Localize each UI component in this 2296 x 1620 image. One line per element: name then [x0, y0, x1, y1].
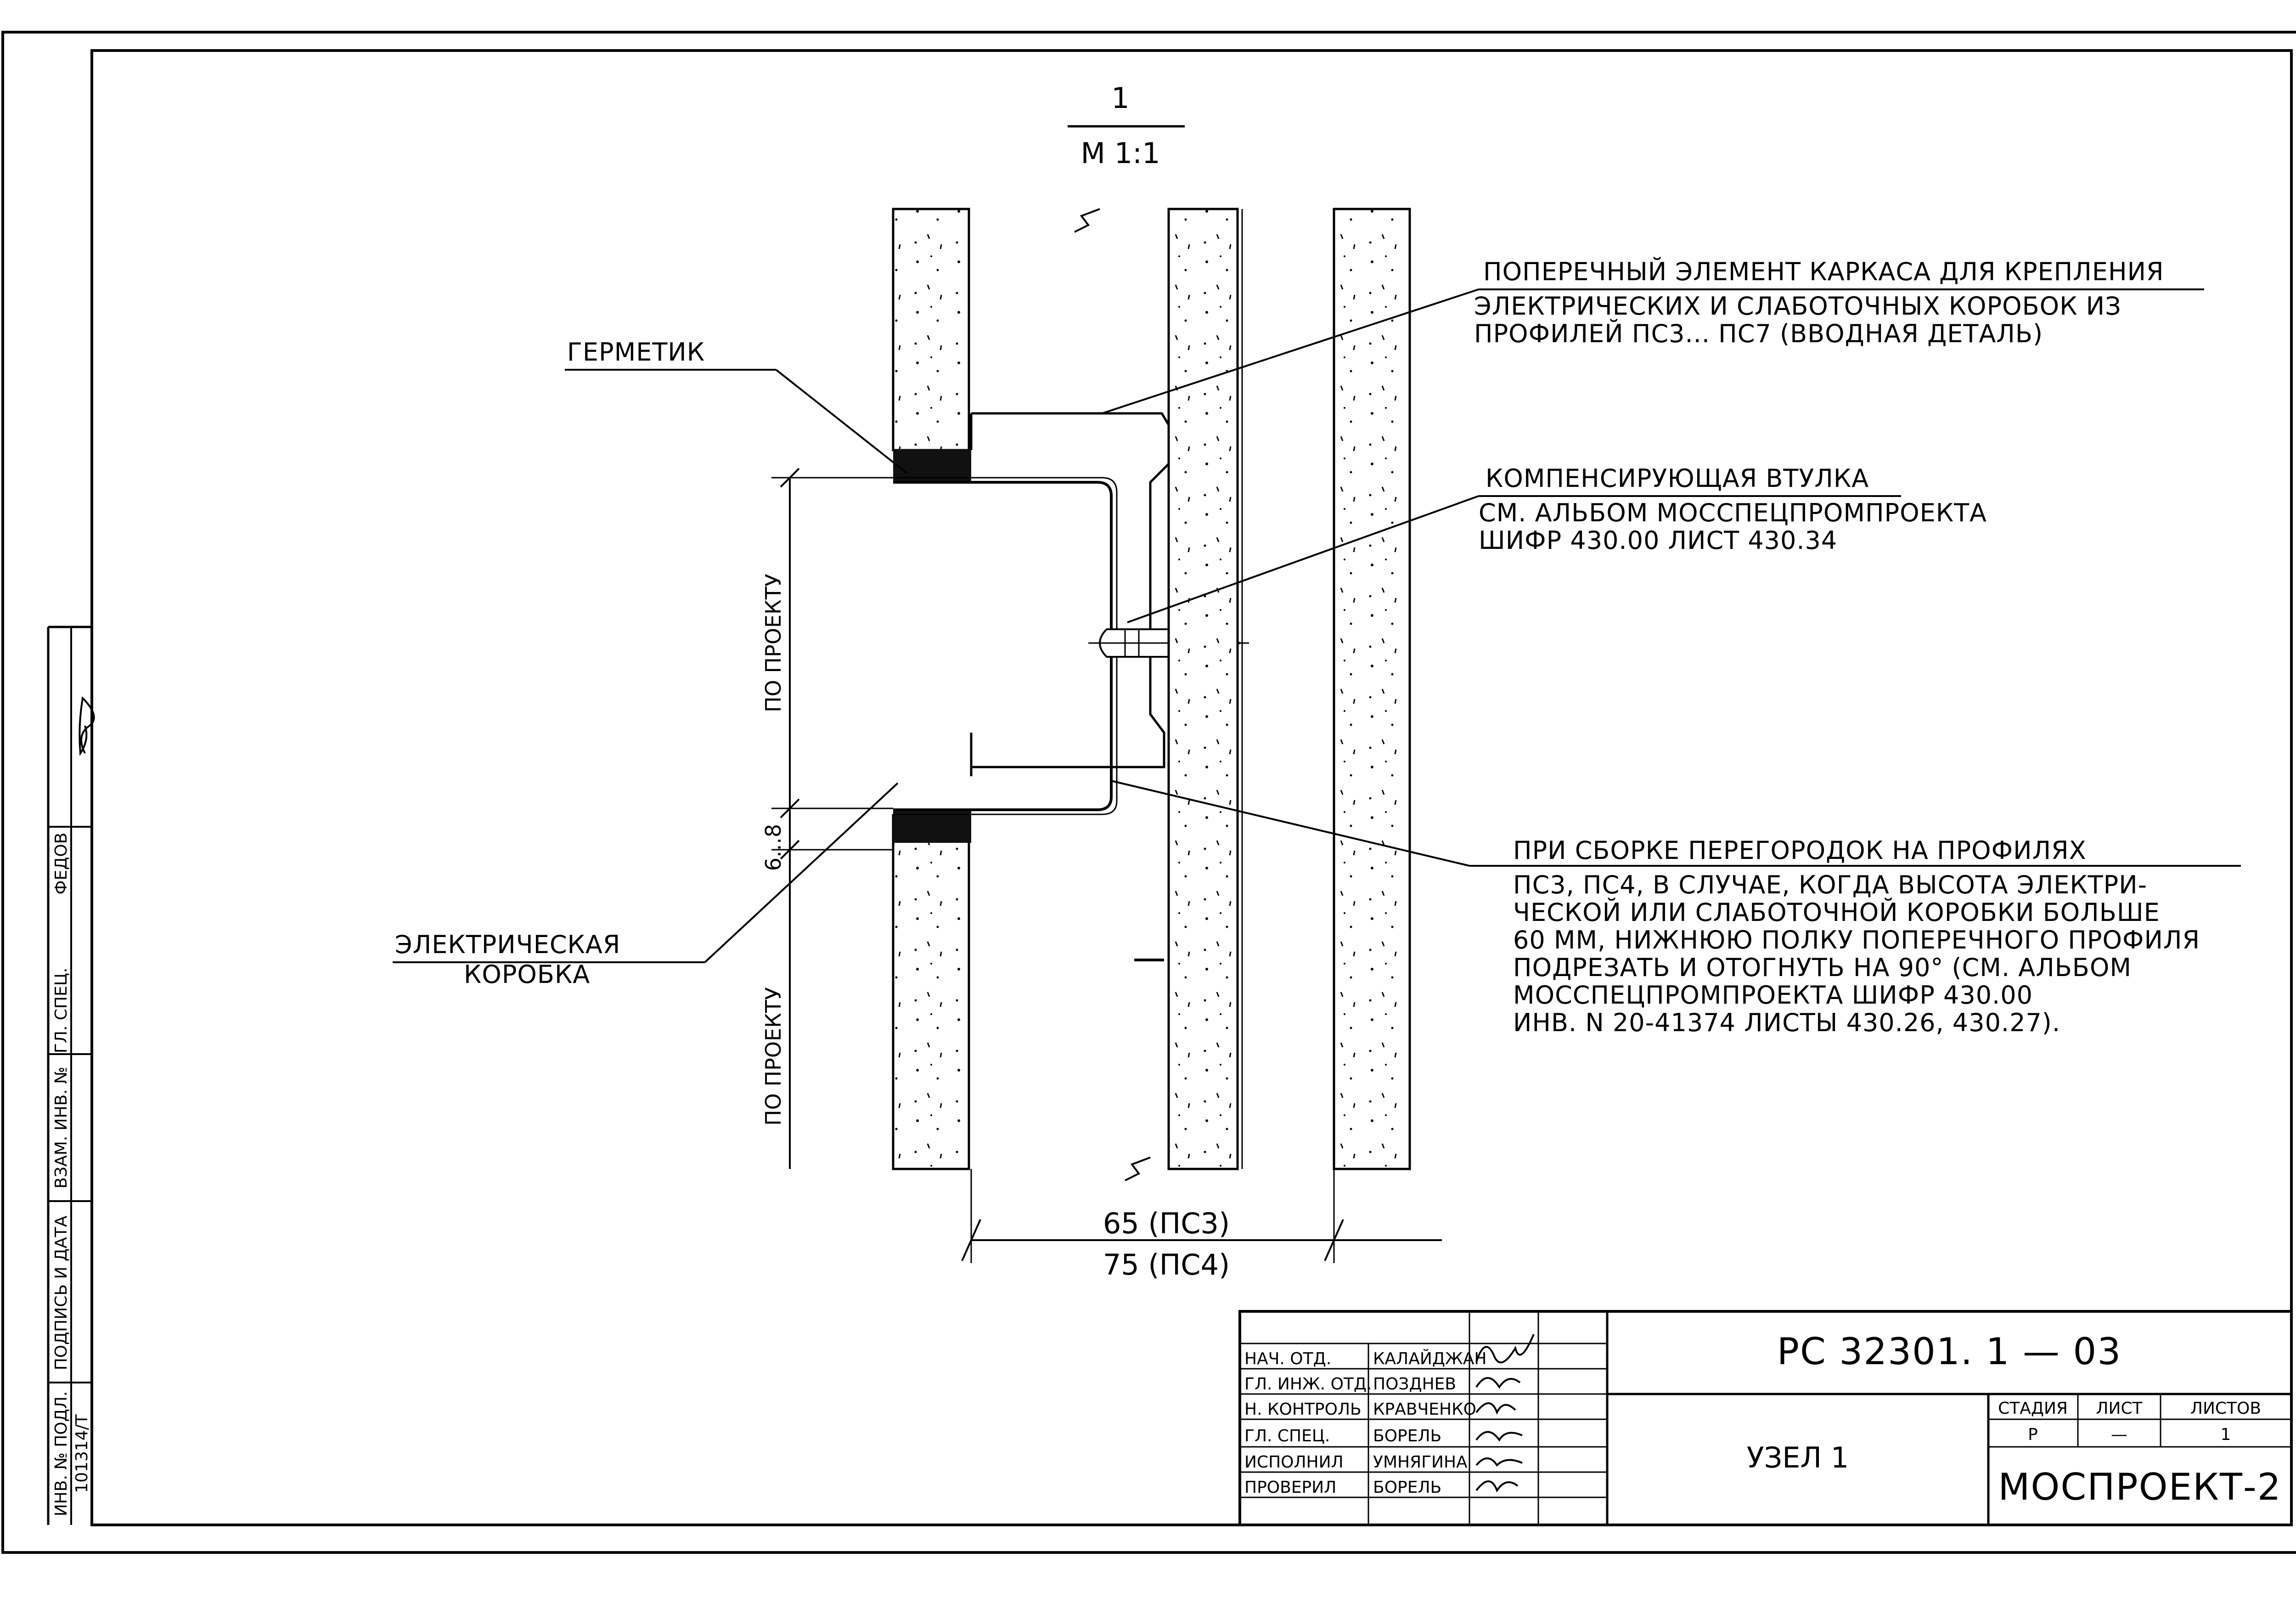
tb-role-2: Н. КОНТРОЛЬ — [1244, 1400, 1362, 1419]
tb-role-5: ПРОВЕРИЛ — [1244, 1478, 1336, 1497]
assembly-note-line-6: МОССПЕЦПРОМПРОЕКТА ШИФР 430.00 — [1513, 981, 2033, 1010]
tb-sheet-value: — — [2111, 1425, 2127, 1444]
callout-electrical-box: ЭЛЕКТРИЧЕСКАЯ КОРОБКА — [393, 782, 899, 989]
callout-assembly-note: ПРИ СБОРКЕ ПЕРЕГОРОДОК НА ПРОФИЛЯХ ПС3, … — [1111, 780, 2241, 1037]
view-number: 1 — [1111, 81, 1129, 115]
assembly-note-line-4: 60 ММ, НИЖНЮЮ ПОЛКУ ПОПЕРЕЧНОГО ПРОФИЛЯ — [1513, 926, 2200, 954]
tb-organization: МОСПРОЕКТ-2 — [1998, 1466, 2281, 1508]
dim-width-ps3: 65 (ПС3) — [1103, 1207, 1230, 1240]
callout-crossbar-line-3: ПРОФИЛЕЙ ПС3... ПС7 (ВВОДНАЯ ДЕТАЛЬ) — [1474, 319, 2043, 348]
stamp-vzam-label: ВЗАМ. ИНВ. № — [52, 1067, 71, 1188]
tb-name-1: ПОЗДНЕВ — [1373, 1375, 1456, 1394]
electrical-box-shape — [893, 477, 1118, 815]
tb-sheet-header: ЛИСТ — [2096, 1399, 2143, 1418]
tb-name-5: БОРЕЛЬ — [1373, 1478, 1441, 1497]
dim-label-lower: ПО ПРОЕКТУ — [761, 987, 786, 1126]
callout-bushing-line-2: СМ. АЛЬБОМ МОССПЕЦПРОМПРОЕКТА — [1479, 498, 1987, 527]
assembly-note-line-1: ПРИ СБОРКЕ ПЕРЕГОРОДОК НА ПРОФИЛЯХ — [1513, 836, 2087, 865]
tb-stage-header: СТАДИЯ — [1998, 1399, 2068, 1418]
tb-role-1: ГЛ. ИНЖ. ОТД. — [1244, 1375, 1372, 1394]
sealant-bottom — [893, 810, 971, 843]
dim-width-ps4: 75 (ПС4) — [1103, 1248, 1230, 1281]
stamp-inv-podl-value: 101314/Т — [73, 1414, 91, 1493]
tb-name-2: КРАВЧЕНКО — [1373, 1400, 1476, 1419]
callout-crossbar-line-1: ПОПЕРЕЧНЫЙ ЭЛЕМЕНТ КАРКАСА ДЛЯ КРЕПЛЕНИЯ — [1483, 257, 2164, 286]
tb-document-code: РС 32301. 1 — 03 — [1777, 1330, 2122, 1373]
stamp-sign-date-label: ПОДПИСЬ И ДАТА — [52, 1215, 71, 1370]
callout-box-line-2: КОРОБКА — [464, 960, 590, 989]
tb-sheet-title: УЗЕЛ 1 — [1747, 1441, 1849, 1474]
tb-signatures — [1475, 1334, 1535, 1493]
assembly-note-line-5: ПОДРЕЗАТЬ И ОТОГНУТЬ НА 90° (СМ. АЛЬБОМ — [1513, 953, 2132, 982]
assembly-note-line-2: ПС3, ПС4, В СЛУЧАЕ, КОГДА ВЫСОТА ЭЛЕКТРИ… — [1513, 870, 2147, 899]
callout-bushing-line-3: ШИФР 430.00 ЛИСТ 430.34 — [1479, 526, 1837, 555]
tb-name-4: УМНЯГИНА — [1373, 1453, 1468, 1472]
view-scale: М 1:1 — [1081, 136, 1160, 170]
wall-left — [892, 208, 970, 1170]
stamp-gl-spec-name: ФЕДОВ — [52, 833, 71, 895]
wall-right — [1333, 208, 1411, 1170]
tb-sheets-value: 1 — [2221, 1425, 2231, 1444]
tb-role-4: ИСПОЛНИЛ — [1244, 1453, 1344, 1472]
break-line-top — [1074, 208, 1100, 233]
callout-bushing-line-1: КОМПЕНСИРУЮЩАЯ ВТУЛКА — [1486, 464, 1869, 493]
assembly-note-line-7: ИНВ. N 20-41374 ЛИСТЫ 430.26, 430.27). — [1513, 1008, 2060, 1037]
tb-role-0: НАЧ. ОТД. — [1244, 1349, 1331, 1368]
inner-frame — [90, 49, 2293, 1526]
outer-frame — [1, 31, 2296, 1554]
wall-middle — [1167, 208, 1243, 1170]
tb-name-0: КАЛАЙДЖАН — [1373, 1349, 1486, 1368]
tb-role-3: ГЛ. СПЕЦ. — [1244, 1427, 1330, 1445]
dimension-vertical: ПО ПРОЕКТУ 6...8 ПО ПРОЕКТУ — [761, 468, 893, 1169]
callout-box-line-1: ЭЛЕКТРИЧЕСКАЯ — [395, 930, 620, 959]
callout-bushing: КОМПЕНСИРУЮЩАЯ ВТУЛКА СМ. АЛЬБОМ МОССПЕЦ… — [1127, 464, 1987, 623]
dim-label-upper: ПО ПРОЕКТУ — [761, 574, 786, 712]
tb-name-3: БОРЕЛЬ — [1373, 1427, 1441, 1445]
stamp-inv-podl-label: ИНВ. № ПОДЛ. — [52, 1391, 71, 1517]
tb-stage-value: Р — [2028, 1425, 2038, 1444]
title-block: НАЧ. ОТД. КАЛАЙДЖАН ГЛ. ИНЖ. ОТД. ПОЗДНЕ… — [1238, 1310, 2293, 1526]
frame-profile — [970, 412, 1170, 961]
sealant-top — [893, 449, 971, 482]
dimension-horizontal: 65 (ПС3) 75 (ПС4) — [961, 1169, 1442, 1281]
callout-crossbar-line-2: ЭЛЕКТРИЧЕСКИХ И СЛАБОТОЧНЫХ КОРОБОК ИЗ — [1474, 292, 2122, 321]
side-stamp: ГЛ. СПЕЦ. ФЕДОВ ВЗАМ. ИНВ. № ПОДПИСЬ И Д… — [47, 626, 95, 1525]
assembly-note-line-3: ЧЕСКОЙ ИЛИ СЛАБОТОЧНОЙ КОРОБКИ БОЛЬШЕ — [1513, 898, 2160, 927]
view-header: 1 М 1:1 — [1068, 81, 1185, 170]
stamp-signature — [79, 696, 95, 756]
stamp-gl-spec-label: ГЛ. СПЕЦ. — [52, 968, 71, 1053]
tb-sheets-header: ЛИСТОВ — [2190, 1399, 2261, 1418]
callout-sealant-text: ГЕРМЕТИК — [567, 338, 705, 367]
callout-sealant: ГЕРМЕТИК — [565, 338, 908, 474]
callout-crossbar: ПОПЕРЕЧНЫЙ ЭЛЕМЕНТ КАРКАСА ДЛЯ КРЕПЛЕНИЯ… — [1102, 257, 2204, 414]
break-line-bottom — [1125, 1157, 1151, 1181]
dim-label-gap: 6...8 — [761, 824, 786, 871]
